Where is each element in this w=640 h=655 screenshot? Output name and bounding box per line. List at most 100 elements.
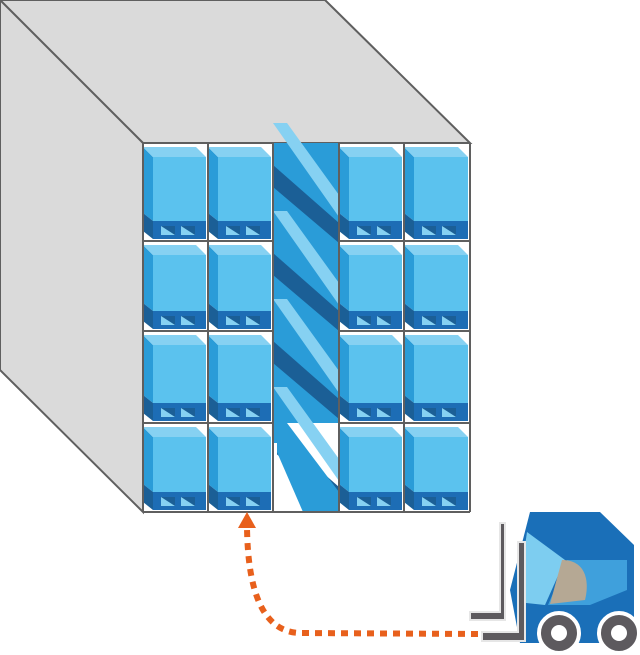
- box-top: [404, 427, 468, 437]
- forklift-icon: [469, 512, 640, 655]
- pallet-side: [404, 395, 414, 421]
- box-top: [339, 427, 402, 437]
- pallet-side: [404, 303, 414, 329]
- pallet-box: [143, 335, 206, 421]
- pallet-base: [218, 221, 271, 239]
- aisle-band-light: [273, 123, 339, 217]
- box-side: [143, 147, 153, 221]
- box-front: [153, 157, 206, 221]
- box-top: [208, 335, 271, 345]
- pallet-box: [208, 427, 271, 510]
- pallet-box: [404, 335, 468, 421]
- pallet-slot-light: [357, 408, 371, 417]
- pallet-base: [153, 221, 206, 239]
- pallet-slot-light: [246, 408, 260, 417]
- pallet-grid: [143, 147, 468, 510]
- aisle-band-dark: [273, 341, 339, 419]
- pallet-slot-light: [357, 226, 371, 235]
- pallet-slot-light: [161, 497, 175, 506]
- pallet-slot-light: [226, 316, 240, 325]
- box-front: [349, 345, 402, 403]
- pallet-box: [208, 147, 271, 239]
- box-top: [339, 147, 402, 157]
- forklift-mast-rear: [469, 522, 506, 621]
- box-top: [143, 335, 206, 345]
- forklift-mast-front: [481, 541, 526, 642]
- pallet-base: [218, 311, 271, 329]
- aisle-band-light: [273, 211, 339, 305]
- pallet-box: [143, 427, 206, 510]
- box-side: [339, 245, 349, 311]
- pallet-base: [349, 221, 402, 239]
- pallet-slot-light: [442, 226, 456, 235]
- pallet-side: [208, 213, 218, 239]
- box-front: [218, 437, 271, 492]
- forklift-window: [517, 532, 565, 605]
- pallet-slot-light: [422, 316, 436, 325]
- pallet-box: [143, 147, 206, 239]
- pallet-slot-light: [377, 408, 391, 417]
- pallet-slot-light: [442, 316, 456, 325]
- pallet-slot-light: [181, 226, 195, 235]
- pallet-base: [153, 492, 206, 510]
- box-side: [339, 147, 349, 221]
- pallet-base: [349, 311, 402, 329]
- front-hub: [551, 625, 567, 641]
- pallet-slot-light: [377, 316, 391, 325]
- aisle-band-light: [273, 299, 339, 393]
- pallet-slot-light: [246, 316, 260, 325]
- pallet-side: [143, 395, 153, 421]
- box-top: [143, 245, 206, 255]
- aisle-bottom-box: [273, 423, 339, 512]
- box-side: [404, 147, 414, 221]
- aisle-diagonal-stack: [273, 123, 339, 512]
- box-front: [349, 255, 402, 311]
- box-side: [208, 147, 218, 221]
- box-side: [208, 427, 218, 492]
- aisle-band-light: [273, 387, 339, 481]
- box-front: [414, 157, 468, 221]
- pallet-box: [339, 427, 402, 510]
- pallet-slot-light: [246, 497, 260, 506]
- pallet-slot-light: [226, 226, 240, 235]
- pallet-side: [143, 303, 153, 329]
- route-arrow: [238, 512, 479, 637]
- pallet-side: [208, 303, 218, 329]
- pallet-box: [339, 245, 402, 329]
- pallet-slot-light: [377, 497, 391, 506]
- box-front: [414, 255, 468, 311]
- pallet-side: [404, 484, 414, 510]
- pallet-slot-light: [442, 408, 456, 417]
- pallet-box: [404, 147, 468, 239]
- pallet-box: [143, 245, 206, 329]
- box-top: [339, 245, 402, 255]
- pallet-slot-light: [357, 497, 371, 506]
- box-front: [153, 255, 206, 311]
- aisle-band-dark: [273, 165, 339, 243]
- dotted-route: [244, 527, 479, 637]
- box-side: [143, 335, 153, 403]
- pallet-base: [153, 311, 206, 329]
- pallet-side: [339, 213, 349, 239]
- pallet-base: [349, 403, 402, 421]
- box-top: [404, 147, 468, 157]
- pallet-side: [143, 213, 153, 239]
- pallet-slot-light: [226, 408, 240, 417]
- pallet-slot-light: [422, 226, 436, 235]
- pallet-base: [218, 492, 271, 510]
- box-front: [414, 345, 468, 403]
- pallet-slot-light: [377, 226, 391, 235]
- box-top: [208, 427, 271, 437]
- pallet-slot-light: [226, 497, 240, 506]
- rear-hub: [611, 625, 627, 641]
- box-side: [339, 427, 349, 492]
- pallet-slot-light: [161, 226, 175, 235]
- box-top: [404, 245, 468, 255]
- pallet-base: [349, 492, 402, 510]
- pallet-side: [143, 484, 153, 510]
- pallet-slot-light: [357, 316, 371, 325]
- box-front: [153, 437, 206, 492]
- pallet-box: [404, 245, 468, 329]
- box-top: [143, 427, 206, 437]
- driver-seat: [550, 560, 587, 604]
